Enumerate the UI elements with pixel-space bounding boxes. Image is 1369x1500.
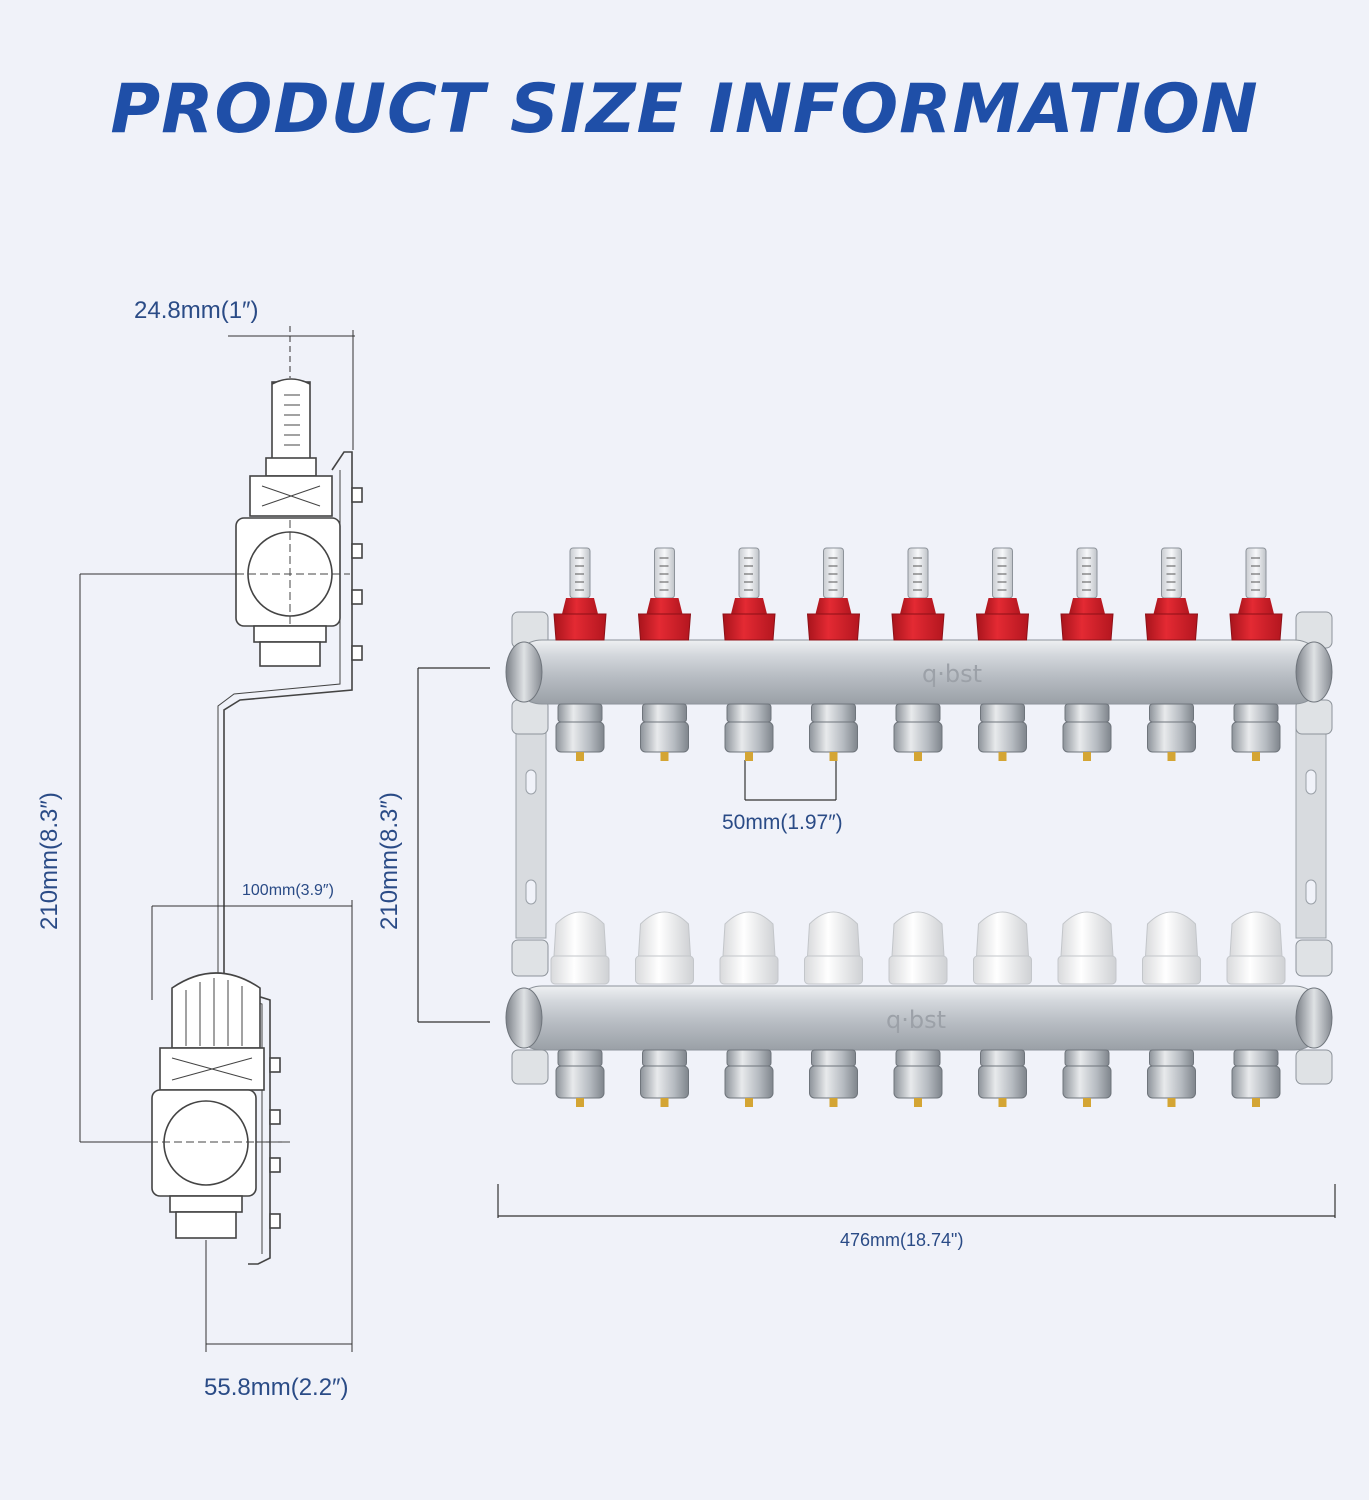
actuator (1226, 911, 1286, 985)
pipe-connector (809, 1049, 858, 1107)
actuator (1142, 911, 1201, 985)
pipe-connector (978, 1049, 1027, 1107)
pipe-connector (724, 1049, 774, 1107)
page-title: PRODUCT SIZE INFORMATION (110, 70, 1259, 149)
brand-logo-bottom: q·bst (886, 1006, 946, 1034)
actuator (973, 911, 1032, 985)
actuator-row (550, 911, 1286, 1107)
flow-meter (1144, 547, 1199, 641)
pipe-connector (978, 703, 1027, 761)
side-bottom-width-label: 55.8mm(2.2″) (204, 1374, 349, 1401)
pipe-connector (1062, 703, 1112, 761)
pipe-connector (1231, 703, 1281, 761)
side-top-width-label: 24.8mm(1″) (134, 297, 259, 324)
actuator (1057, 911, 1117, 985)
pipe-connector (1231, 1049, 1281, 1107)
flow-meter (1060, 547, 1114, 641)
pipe-connector (893, 703, 943, 761)
front-dimension-lines (417, 667, 1336, 1218)
actuator (804, 911, 863, 985)
pipe-connector (1062, 1049, 1112, 1107)
actuator (635, 911, 694, 985)
pipe-connector (809, 703, 858, 761)
side-height-label: 210mm(8.3″) (36, 792, 63, 930)
actuator (719, 911, 779, 985)
pipe-connector (555, 1049, 605, 1107)
side-view-drawing (79, 326, 363, 1352)
flow-meter (1229, 547, 1283, 641)
pipe-connector (1147, 1049, 1196, 1107)
flow-meter (891, 547, 945, 641)
pipe-connector (640, 1049, 689, 1107)
pipe-connector (555, 703, 605, 761)
flow-meter-row (553, 547, 1283, 761)
flow-meter (806, 547, 861, 641)
flow-meter (722, 547, 776, 641)
flow-meter (975, 547, 1030, 641)
outlet-spacing-label: 50mm(1.97″) (722, 811, 843, 834)
actuator (888, 911, 948, 985)
side-offset-label: 100mm(3.9″) (242, 882, 334, 899)
pipe-connector (640, 703, 689, 761)
flow-meter (637, 547, 692, 641)
total-length-label: 476mm(18.74") (840, 1230, 964, 1250)
pipe-connector (1147, 703, 1196, 761)
flow-meter (553, 547, 607, 641)
pipe-connector (893, 1049, 943, 1107)
actuator (550, 911, 610, 985)
brand-logo-top: q·bst (922, 660, 982, 688)
front-height-label: 210mm(8.3″) (376, 792, 403, 930)
pipe-connector (724, 703, 774, 761)
front-view-manifold (505, 547, 1333, 1107)
